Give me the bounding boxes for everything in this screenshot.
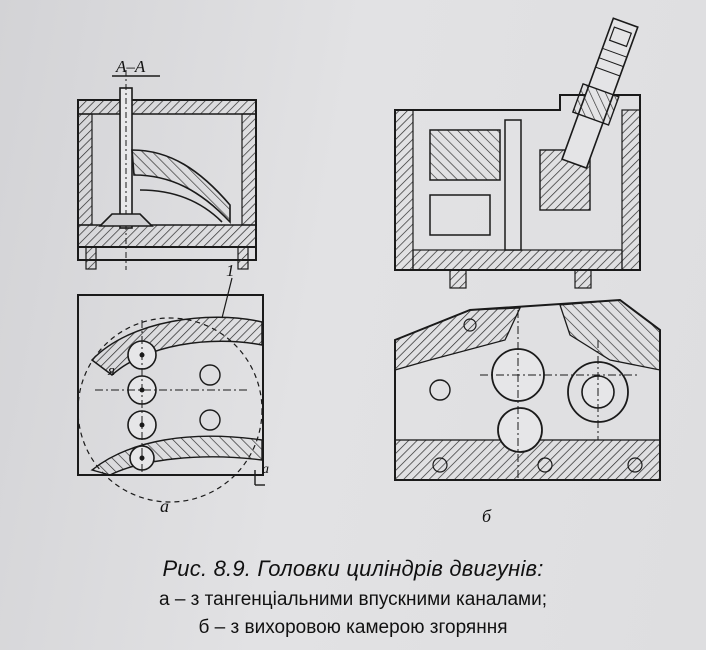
- callout-a-small: а: [262, 462, 269, 477]
- figure-drawing: А–А: [77, 17, 661, 526]
- section-label: А–А: [115, 57, 146, 76]
- plan-view-a-drawing: [77, 277, 265, 503]
- section-a-a-drawing: [77, 70, 257, 270]
- subfigure-label-b: б: [482, 506, 492, 526]
- figure-caption-item-a: а – з тангенціальними впускними каналами…: [158, 589, 548, 610]
- callout-ya: я: [107, 363, 115, 379]
- plan-view-b-drawing: [394, 298, 661, 481]
- figure-8-9: А–А: [77, 17, 661, 526]
- cross-section-right-drawing: [394, 17, 641, 289]
- callout-1: 1: [226, 261, 235, 280]
- figure-caption-title: Рис. 8.9. Головки циліндрів двигунів:: [162, 556, 544, 581]
- figure-caption-item-b: б – з вихоровою камерою згоряння: [198, 617, 508, 638]
- subfigure-label-a: а: [160, 496, 169, 516]
